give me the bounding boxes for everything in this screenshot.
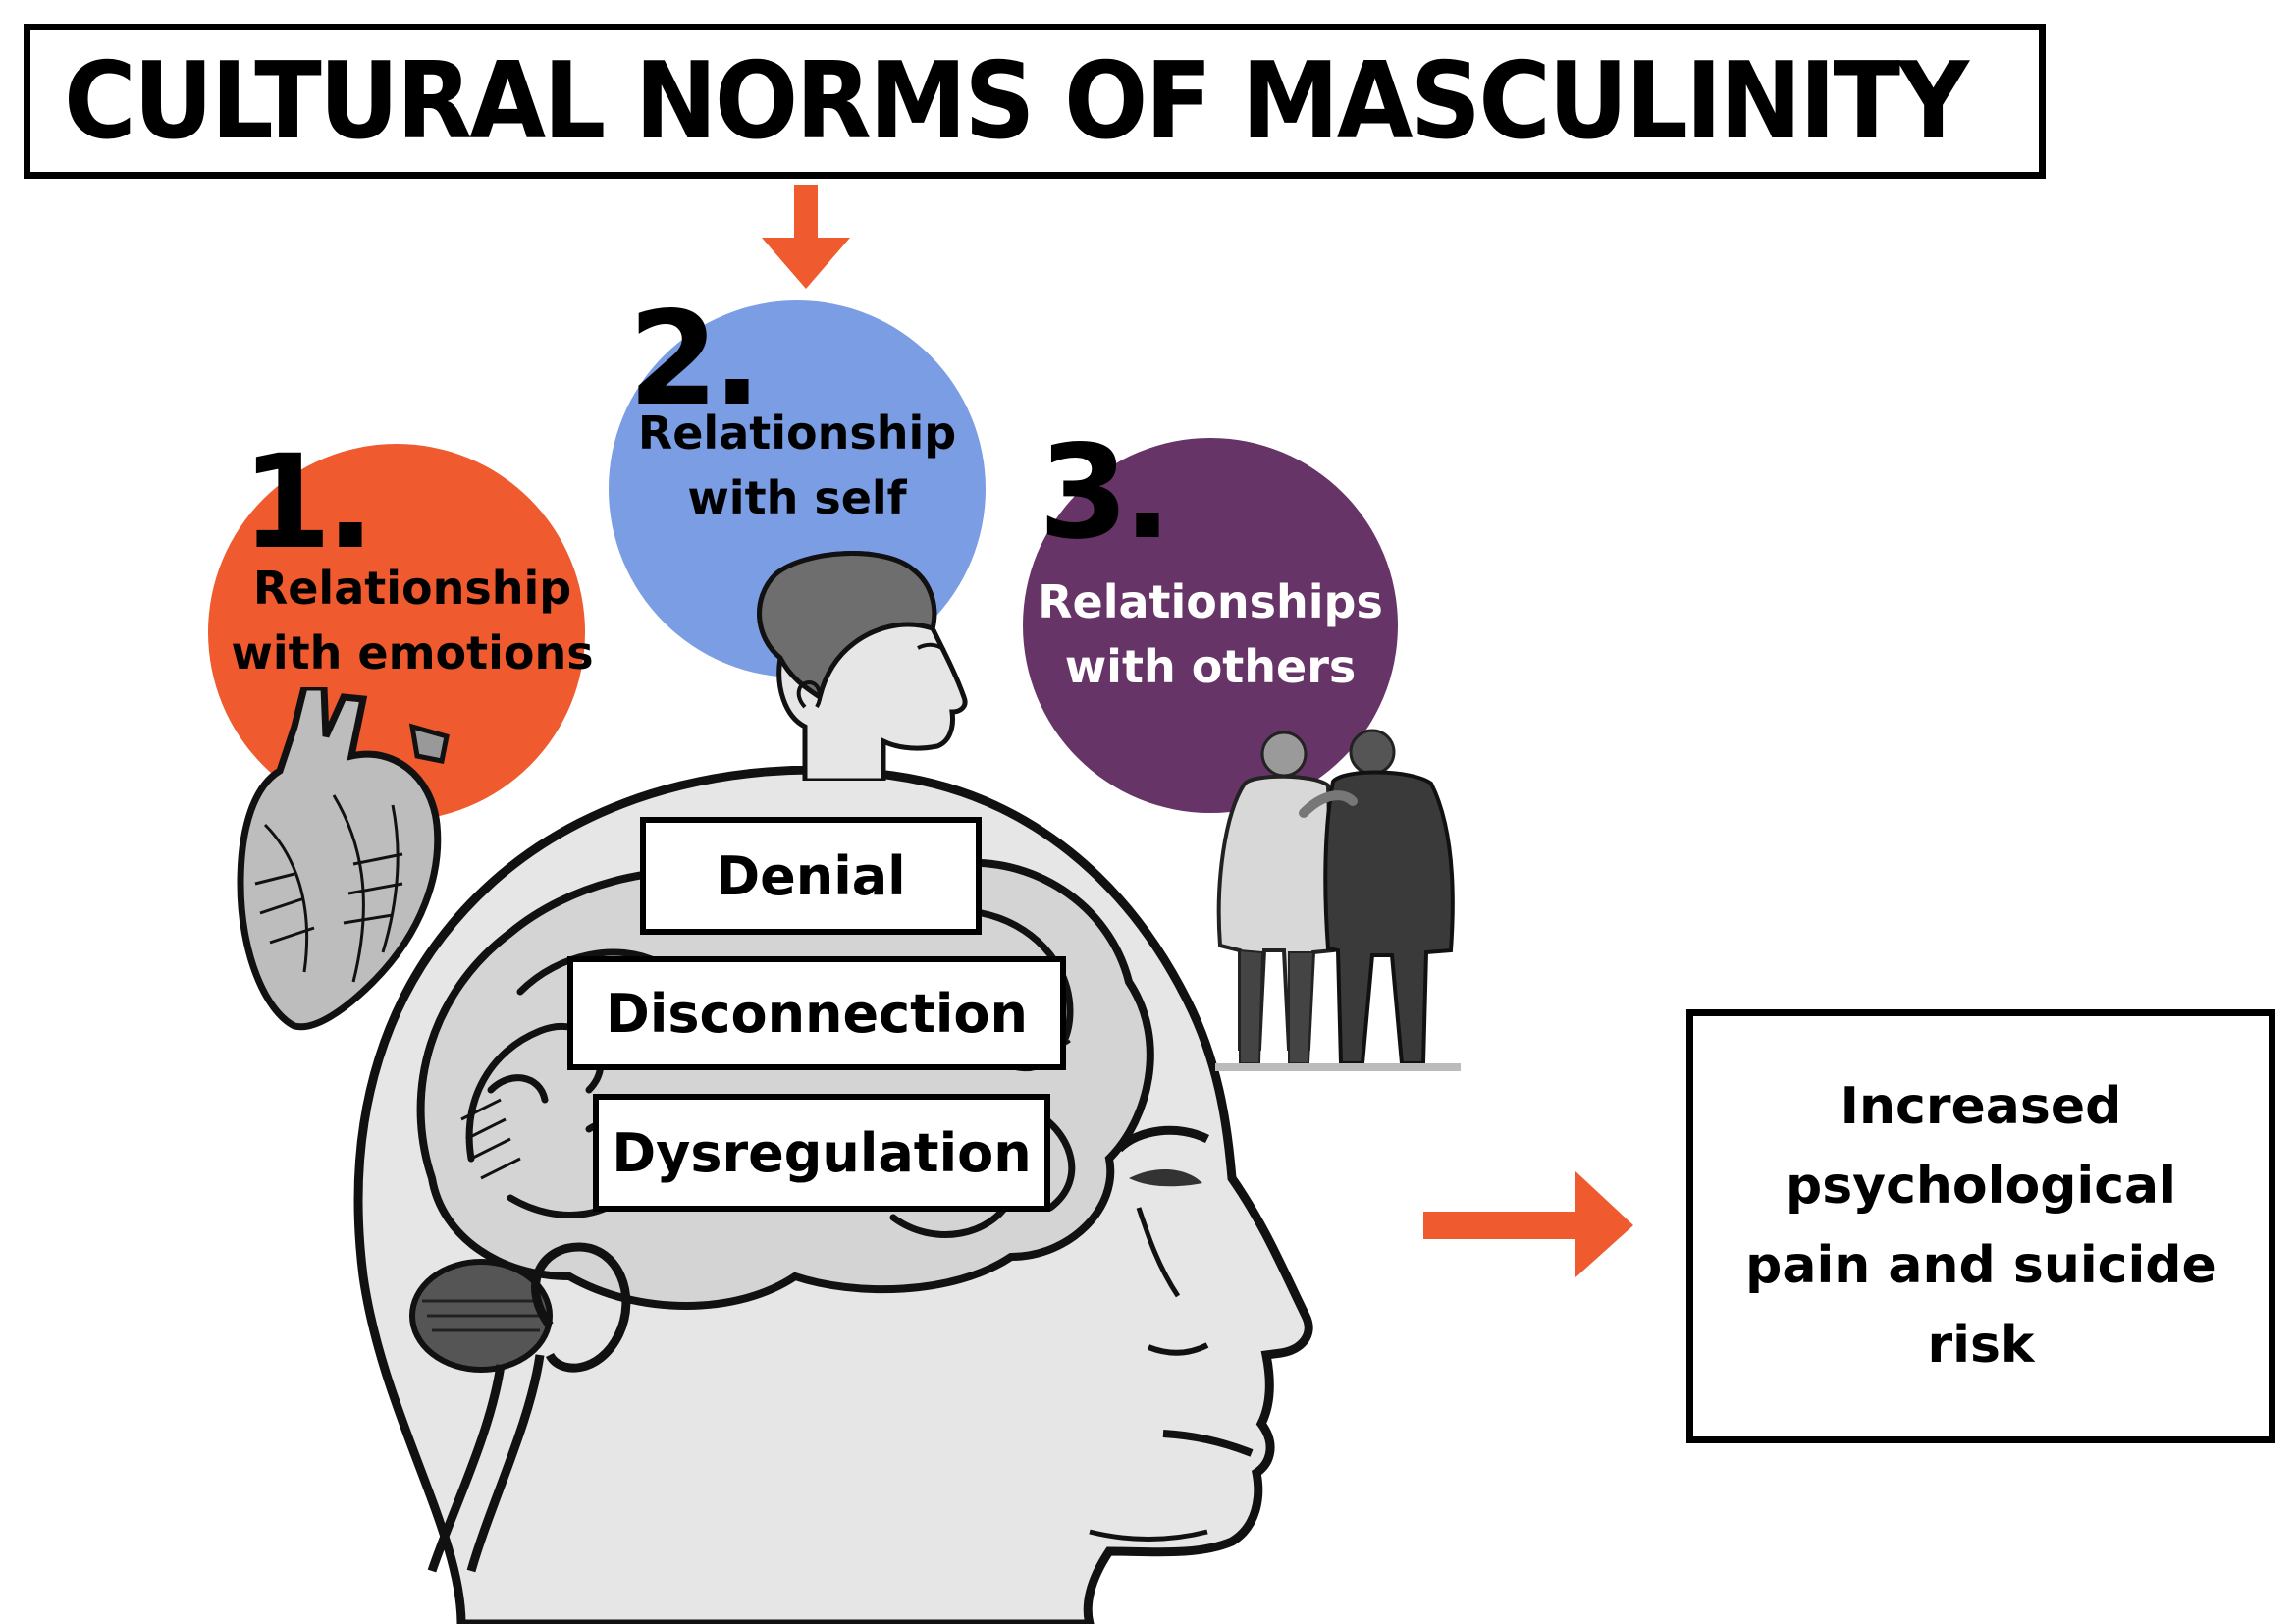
head-profile-icon (757, 551, 968, 781)
number-2: 2. (628, 284, 762, 435)
emotions-label-line2: with emotions (231, 626, 594, 679)
anatomical-heart-icon (237, 687, 450, 1031)
two-men-embracing-icon (1215, 729, 1461, 1071)
page-title: CULTURAL NORMS OF MASCULINITY (64, 39, 1969, 163)
down-arrow-icon (762, 185, 850, 289)
title-box: CULTURAL NORMS OF MASCULINITY (24, 24, 2046, 179)
self-label-line2: with self (687, 471, 907, 524)
outcome-box: Increased psychological pain and suicide… (1686, 1009, 2275, 1443)
outcome-text: Increased psychological pain and suicide… (1745, 1077, 2216, 1375)
dysregulation-label: Dysregulation (593, 1094, 1050, 1212)
others-label-line2: with others (1064, 640, 1357, 693)
right-arrow-icon (1423, 1170, 1633, 1278)
circle-others (1023, 438, 1398, 813)
number-3: 3. (1039, 417, 1172, 568)
denial-label: Denial (640, 817, 982, 935)
disconnection-label: Disconnection (567, 956, 1066, 1070)
others-label-line1: Relationships (1038, 575, 1383, 628)
emotions-label-line1: Relationship (252, 562, 572, 615)
number-1: 1. (241, 427, 375, 578)
self-label-line1: Relationship (637, 406, 957, 460)
